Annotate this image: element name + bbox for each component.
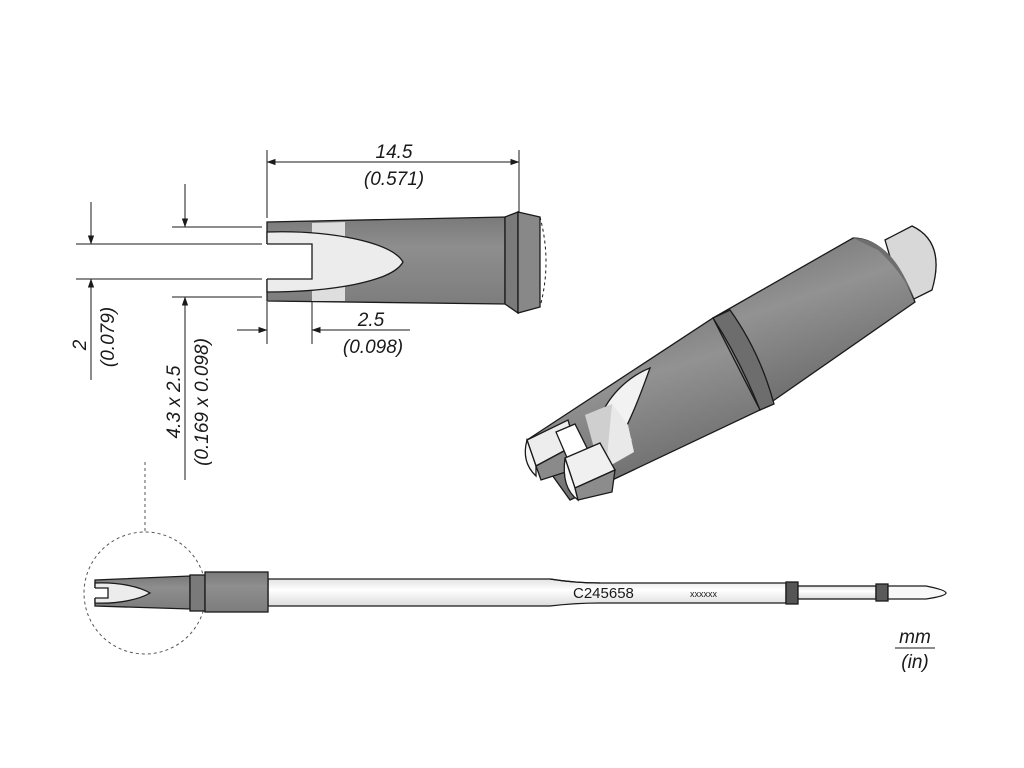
tip-size-mm-label: 4.3 x 2.5 (164, 365, 185, 438)
iso-break-line (911, 225, 937, 291)
tip-sleeve (517, 211, 541, 314)
slot-depth-mm-label: 2.5 (357, 310, 385, 331)
full-tip-view: C245658 xxxxxx (83, 462, 947, 655)
tip-head-slot-outline (95, 587, 109, 599)
tip-size-in-label: (0.169 x 0.098) (192, 338, 213, 466)
tip-slot-outline (267, 243, 313, 280)
tip-band (785, 581, 799, 605)
iso-barrel-end (853, 238, 915, 302)
tip-head-sleeve (204, 571, 269, 613)
side-view: 14.5 (0.571) 2.5 (0.098) 2 (0.079) 4.3 x… (70, 142, 547, 480)
iso-prong-right-side (574, 468, 616, 501)
tip-head-slot (94, 588, 108, 598)
tip-rod-band (875, 583, 889, 602)
slot-width-mm-label: 2 (70, 339, 91, 351)
length-mm-label: 14.5 (376, 142, 413, 163)
slot-depth-in-label: (0.098) (343, 337, 403, 358)
lot-code: xxxxxx (690, 589, 718, 599)
iso-prong-left-face (524, 437, 537, 478)
iso-collar (712, 309, 775, 411)
units-legend: mm (in) (895, 627, 935, 673)
unit-secondary: (in) (901, 652, 928, 673)
iso-bevel-light (606, 404, 634, 468)
break-line (539, 216, 547, 308)
tip-head-scoop (94, 582, 152, 604)
tip-head-collar (189, 574, 206, 612)
slot-width-in-label: (0.079) (98, 307, 119, 367)
length-in-label: (0.571) (364, 169, 424, 190)
unit-primary: mm (899, 627, 931, 648)
isometric-view (524, 225, 937, 502)
part-number: C245658 (573, 585, 634, 602)
tip-collar (504, 211, 519, 315)
tip-pin (887, 585, 947, 600)
shaft-taper-top (549, 578, 601, 584)
tip-rod (797, 585, 877, 600)
tip-slot (266, 244, 312, 279)
